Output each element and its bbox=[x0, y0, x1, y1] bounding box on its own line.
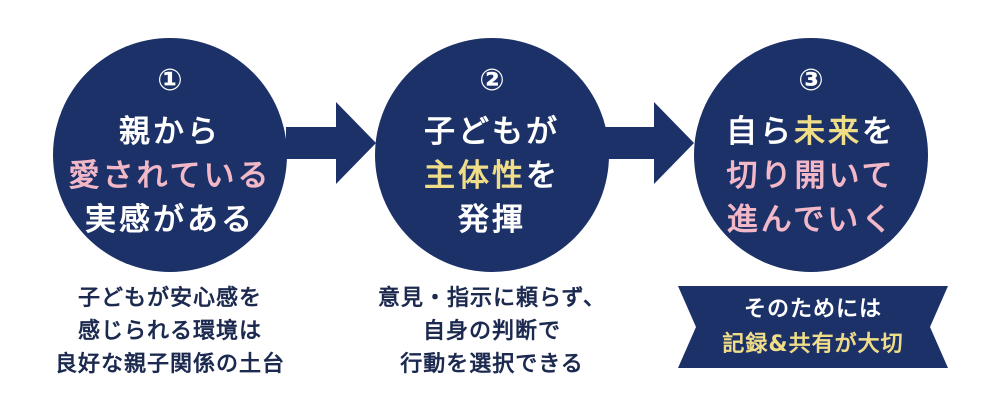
step-3-number: ③ bbox=[798, 63, 824, 98]
ribbon-banner: そのためには 記録&共有が大切 bbox=[678, 282, 948, 372]
step-3-line-1: 自ら未来を bbox=[694, 110, 928, 154]
ribbon-shape bbox=[678, 286, 948, 368]
step-1-description: 子どもが安心感を 感じられる環境は 良好な親子関係の土台 bbox=[20, 282, 320, 381]
step-1-desc-line: 子どもが安心感を bbox=[77, 286, 262, 311]
banner-line-2: 記録&共有が大切 bbox=[722, 332, 904, 357]
step-2-line-1: 子どもが bbox=[424, 114, 560, 150]
right-arrow-icon bbox=[286, 102, 376, 184]
step-3-line-2: 切り開いて bbox=[726, 158, 896, 194]
step-2-number: ② bbox=[479, 63, 505, 98]
step-2-line-2-rest: を bbox=[526, 158, 560, 194]
step-1-desc-line: 良好な親子関係の土台 bbox=[54, 352, 285, 377]
step-2-desc-line: 自身の判断で bbox=[422, 319, 561, 344]
step-3-line-1-suffix: を bbox=[862, 114, 896, 150]
step-1-line-3: 実感がある bbox=[85, 202, 255, 238]
step-2-desc-line: 意見・指示に頼らず、 bbox=[377, 286, 607, 311]
step-2-desc-line: 行動を選択できる bbox=[400, 352, 584, 377]
step-1-line-1: 親から bbox=[119, 114, 221, 150]
banner-text: そのためには 記録&共有が大切 bbox=[678, 292, 948, 362]
step-2-circle: ② 子どもが 主体性を 発揮 bbox=[375, 38, 609, 272]
step-3-line-3: 進んでいく bbox=[726, 202, 896, 238]
step-1-line-2: 愛されている bbox=[68, 158, 272, 194]
step-1-desc-line: 感じられる環境は bbox=[77, 319, 262, 344]
step-3-circle: ③ 自ら未来を 切り開いて 進んでいく bbox=[694, 38, 928, 272]
step-1-circle: ① 親から 愛されている 実感がある bbox=[53, 38, 287, 272]
step-2-text: 子どもが 主体性を 発揮 bbox=[375, 110, 609, 242]
step-2-line-3: 発揮 bbox=[458, 202, 526, 238]
step-3-text: 自ら未来を 切り開いて 進んでいく bbox=[694, 110, 928, 242]
right-arrow-icon bbox=[604, 102, 694, 184]
step-2-line-2: 主体性を bbox=[375, 154, 609, 198]
step-3-highlight: 未来 bbox=[794, 114, 862, 150]
step-1-number: ① bbox=[157, 63, 183, 98]
banner-line-1: そのためには bbox=[743, 297, 882, 322]
step-2-highlight: 主体性 bbox=[424, 158, 526, 194]
step-3-line-1-prefix: 自ら bbox=[726, 114, 794, 150]
step-2-description: 意見・指示に頼らず、 自身の判断で 行動を選択できる bbox=[342, 282, 642, 381]
step-1-text: 親から 愛されている 実感がある bbox=[53, 110, 287, 242]
